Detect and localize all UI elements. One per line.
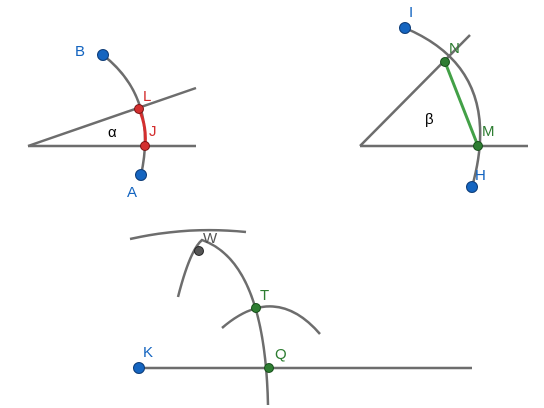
label-h: H <box>475 167 486 184</box>
point-k[interactable] <box>133 362 145 374</box>
label-m: M <box>482 123 495 140</box>
angle-beta-label: β <box>425 111 434 128</box>
point-m[interactable] <box>473 141 483 151</box>
label-i: I <box>409 4 413 21</box>
point-a[interactable] <box>135 169 147 181</box>
label-w: W <box>203 230 218 247</box>
segment-nm <box>443 61 480 147</box>
figure-alpha: B L J A α <box>27 43 197 201</box>
label-k: K <box>143 344 153 361</box>
label-b: B <box>75 43 85 60</box>
figure-construction: W T K Q <box>129 228 472 406</box>
arc-through-w-t-q <box>176 238 270 406</box>
alpha-arc-ba <box>102 54 147 176</box>
point-w[interactable] <box>194 246 204 256</box>
point-i[interactable] <box>399 22 411 34</box>
point-q[interactable] <box>264 363 274 373</box>
label-n: N <box>449 40 460 57</box>
label-l: L <box>143 88 151 105</box>
figure-beta: I N M H β <box>359 4 528 193</box>
label-a: A <box>127 184 137 201</box>
point-j[interactable] <box>140 141 150 151</box>
arc-top <box>129 228 247 241</box>
arc-through-t <box>221 305 321 335</box>
label-q: Q <box>275 346 287 363</box>
point-b[interactable] <box>97 49 109 61</box>
alpha-upper-ray <box>27 86 197 148</box>
label-t: T <box>260 287 269 304</box>
point-n[interactable] <box>440 57 450 67</box>
beta-upper-ray <box>359 34 471 147</box>
point-h[interactable] <box>466 181 478 193</box>
point-l[interactable] <box>134 104 144 114</box>
angle-alpha-label: α <box>108 124 117 141</box>
point-t[interactable] <box>251 303 261 313</box>
label-j: J <box>149 123 157 140</box>
beta-arc-ih <box>404 26 482 188</box>
alpha-arc-lj <box>137 108 147 147</box>
